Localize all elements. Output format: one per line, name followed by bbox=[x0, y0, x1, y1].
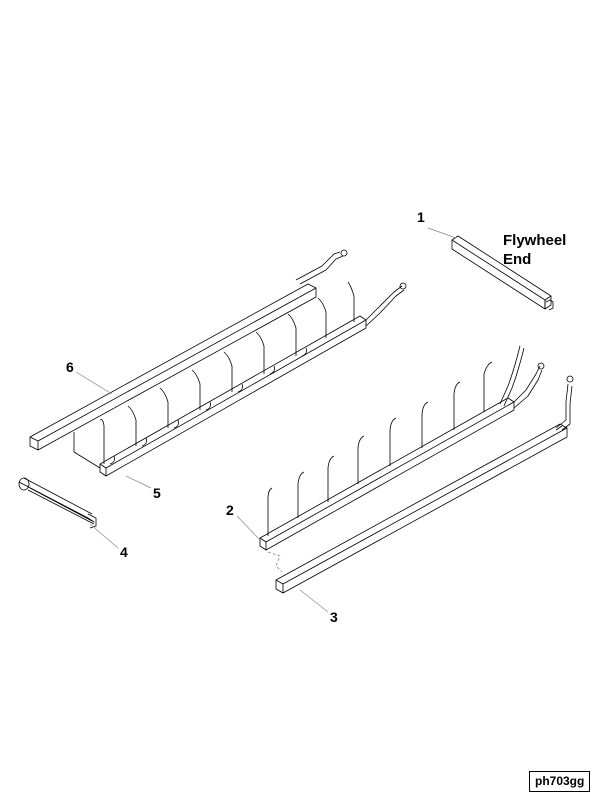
flywheel-end-line1: Flywheel bbox=[503, 232, 567, 249]
leader-2 bbox=[236, 515, 261, 541]
drawing-code: ph703gg bbox=[529, 771, 591, 792]
callout-3: 3 bbox=[330, 609, 338, 625]
part-6-long-bar bbox=[29, 249, 348, 451]
part-2-nozzle-pipe bbox=[259, 345, 545, 551]
callout-4: 4 bbox=[120, 544, 128, 560]
leader-1 bbox=[427, 227, 457, 239]
part-3-long-bar bbox=[275, 375, 574, 594]
callout-5: 5 bbox=[153, 485, 161, 501]
callout-2: 2 bbox=[226, 502, 234, 518]
callout-6: 6 bbox=[66, 359, 74, 375]
flywheel-end-line2: End bbox=[503, 251, 532, 268]
leader-6 bbox=[75, 371, 113, 395]
leader-3 bbox=[299, 589, 329, 613]
part-5-nozzle-pipe bbox=[73, 281, 407, 477]
part-1-short-bar bbox=[451, 235, 554, 311]
part-4-short-bar bbox=[18, 477, 97, 529]
callout-1: 1 bbox=[417, 209, 425, 225]
leader-5 bbox=[125, 475, 152, 489]
flywheel-end-label: Flywheel End bbox=[503, 231, 566, 269]
leader-4 bbox=[89, 523, 119, 549]
